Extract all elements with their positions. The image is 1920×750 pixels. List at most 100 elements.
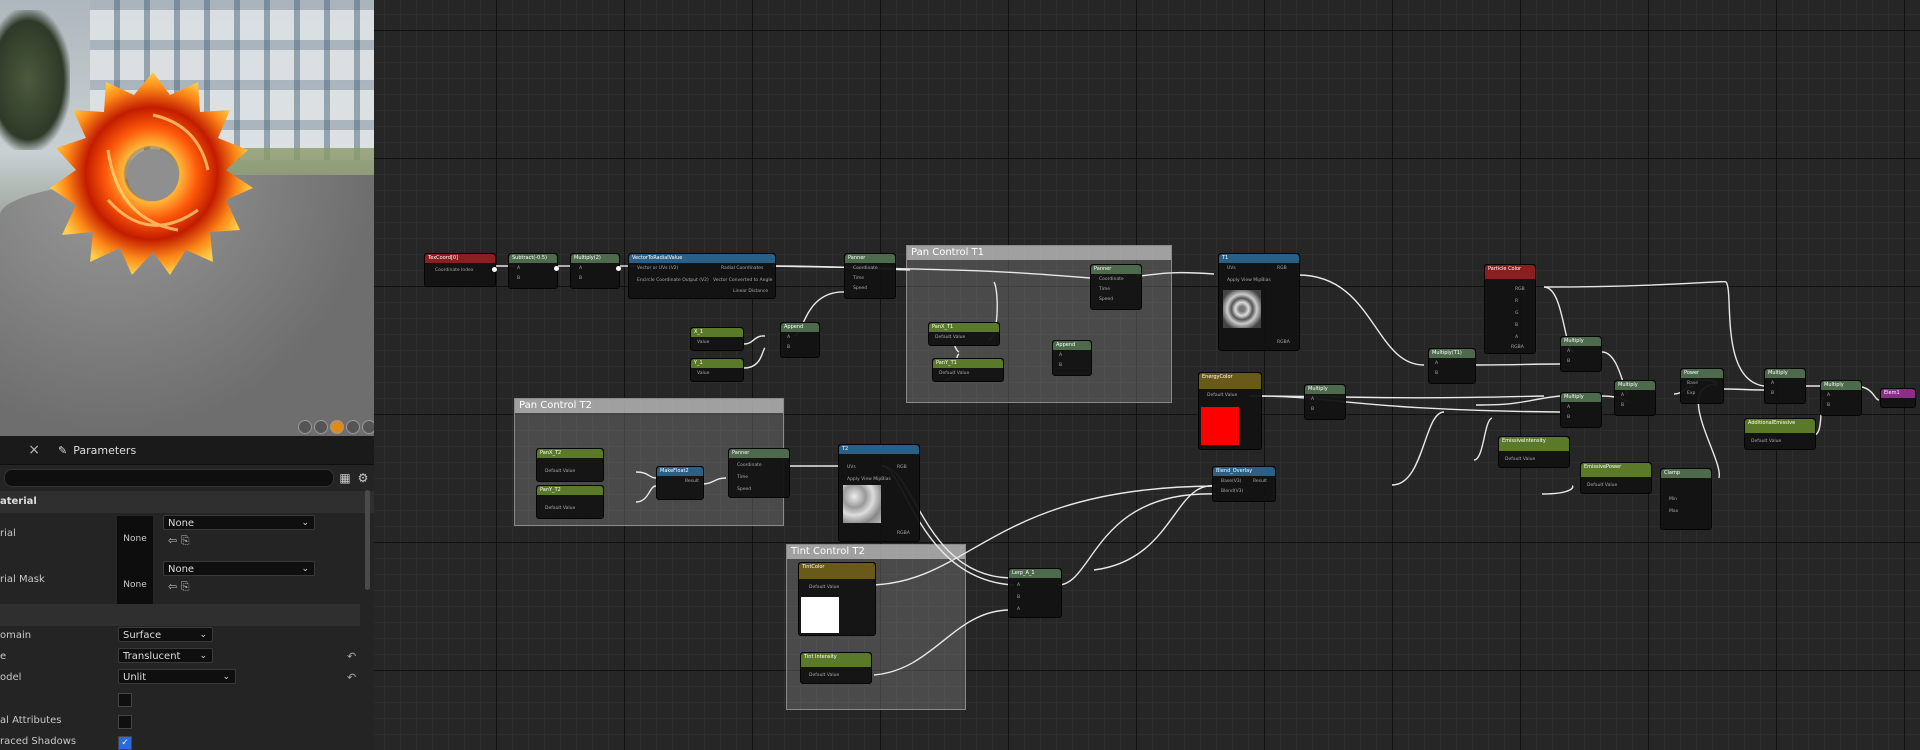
material-mask-dropdown[interactable]: None⌄: [163, 561, 315, 576]
output-pin[interactable]: [554, 266, 559, 271]
node-pan-y-t1[interactable]: PanY_T1 Default Value: [932, 358, 1004, 382]
pin-default-value: Default Value: [545, 506, 576, 511]
node-param-x1[interactable]: X_1 Value: [690, 327, 744, 351]
node-multiply-energy[interactable]: Multiply A B: [1304, 384, 1346, 420]
unnamed-checkbox[interactable]: [118, 693, 132, 707]
node-multiply-f[interactable]: Multiply A B: [1820, 380, 1862, 416]
close-icon[interactable]: ×: [28, 442, 40, 458]
node-tint-color-title: TintColor: [799, 563, 875, 579]
pin-a: A: [1827, 393, 1831, 398]
node-multiply-t1[interactable]: Multiply(T1) A B: [1428, 348, 1476, 384]
gear-icon[interactable]: ⚙: [357, 471, 369, 485]
node-output[interactable]: Elem1: [1880, 388, 1916, 408]
pin-a: A: [787, 335, 791, 340]
search-input[interactable]: [4, 469, 334, 487]
node-power[interactable]: Power Base Exp: [1680, 368, 1724, 404]
category-divider: [0, 604, 360, 626]
node-append-main[interactable]: Append A B: [780, 322, 820, 358]
node-panner-t2-title: Panner: [729, 449, 789, 458]
pin-max: Max: [1669, 509, 1679, 514]
node-subtract[interactable]: Subtract(-0.5) A B: [508, 253, 559, 289]
energy-color-swatch: [1201, 407, 1239, 445]
node-multiply-b[interactable]: Multiply A B: [1560, 336, 1602, 372]
material-asset-icons[interactable]: ⇦ ⎘: [168, 534, 190, 547]
node-lerp[interactable]: Lerp_A_1 A B A: [1008, 568, 1062, 618]
output-pin[interactable]: [616, 266, 621, 271]
node-texture-t1[interactable]: T1 UVs Apply View MipBias RGB RGBA: [1218, 253, 1300, 351]
raytraced-shadows-checkbox[interactable]: ✓: [118, 736, 132, 750]
shading-model-label: odel: [0, 672, 22, 683]
material-preview-viewport[interactable]: [0, 0, 374, 436]
reset-arrow-icon[interactable]: ↶: [347, 650, 357, 663]
node-multiply-e[interactable]: Multiply A B: [1764, 368, 1806, 404]
domain-dropdown[interactable]: Surface⌄: [118, 627, 213, 642]
node-multiply-d[interactable]: Multiply A B: [1614, 380, 1656, 416]
node-tint-intensity-title: Tint Intensity: [801, 653, 871, 667]
blend-mode-dropdown[interactable]: Translucent⌄: [118, 648, 213, 663]
node-emissive-intensity[interactable]: EmissiveIntensity Default Value: [1498, 436, 1570, 468]
pin-radial-out-b: Vector Converted to Angle: [713, 278, 773, 283]
node-pan-x-t1[interactable]: PanX_T1 Default Value: [928, 322, 1000, 346]
material-thumbnail[interactable]: None: [117, 516, 153, 564]
shading-model-dropdown[interactable]: Unlit⌄: [118, 669, 236, 684]
pin-rgb: RGB: [1515, 287, 1525, 292]
node-multiply-t1-title: Multiply(T1): [1429, 349, 1475, 358]
node-multiply-c[interactable]: Multiply A B: [1560, 392, 1602, 428]
node-tint-color[interactable]: TintColor Default Value: [798, 562, 876, 636]
node-pan-y-t2[interactable]: PanY_T2 Default Value: [536, 485, 604, 519]
pin-coordinate: Coordinate: [1099, 277, 1124, 282]
details-scrollbar[interactable]: [365, 490, 370, 590]
material-attributes-label: al Attributes: [0, 715, 62, 726]
node-panner-t1[interactable]: Panner Coordinate Time Speed: [1090, 264, 1142, 310]
node-blend-overlay[interactable]: Blend_Overlay Base(V3) Blend(V3) Result: [1212, 466, 1276, 502]
preview-mesh-button[interactable]: [362, 420, 374, 434]
node-append-main-title: Append: [781, 323, 819, 332]
material-graph-canvas[interactable]: Pan Control T1 Pan Control T2 Tint Contr…: [374, 0, 1920, 750]
node-param-y1[interactable]: Y_1 Value: [690, 358, 744, 382]
node-multiply-2[interactable]: Multiply(2) A B: [570, 253, 621, 289]
pin-default-value: Default Value: [939, 371, 970, 376]
shading-model-value: Unlit: [123, 672, 147, 683]
node-texture-t2[interactable]: T2 UVs Apply View MipBias RGB RGBA: [838, 444, 920, 542]
material-dropdown[interactable]: None⌄: [163, 515, 315, 530]
pin-radial-out-a: Radial Coordinates: [721, 266, 764, 271]
pin-b: B: [1059, 363, 1063, 368]
node-texture-t2-title: T2: [839, 445, 919, 454]
node-panner-t2[interactable]: Panner Coordinate Time Speed: [728, 448, 790, 498]
material-attributes-checkbox[interactable]: [118, 715, 132, 729]
node-vector-to-radial[interactable]: VectorToRadialValue Vector or UVs (V2) E…: [628, 253, 776, 299]
node-pan-y-t1-title: PanY_T1: [933, 359, 1003, 368]
preview-plane-button[interactable]: [330, 420, 344, 434]
category-material-header[interactable]: aterial: [0, 491, 374, 513]
preview-cube-button[interactable]: [346, 420, 360, 434]
node-power-title: Power: [1681, 369, 1723, 378]
node-pan-x-t2[interactable]: PanX_T2 Default Value: [536, 448, 604, 482]
node-tint-intensity[interactable]: Tint Intensity Default Value: [800, 652, 872, 684]
domain-label: omain: [0, 630, 32, 641]
pin-b: B: [1435, 371, 1439, 376]
preview-sphere-button[interactable]: [298, 420, 312, 434]
material-mask-asset-icons[interactable]: ⇦ ⎘: [168, 580, 190, 593]
tab-parameters[interactable]: ✎ Parameters: [48, 444, 136, 457]
pin-default-value: Default Value: [545, 469, 576, 474]
grid-view-icon[interactable]: ▦: [339, 471, 351, 485]
node-particle-color[interactable]: Particle Color RGB R G B A RGBA: [1484, 264, 1536, 354]
node-additional-emissive[interactable]: AdditionalEmissive Default Value: [1744, 418, 1816, 450]
fire-vortex-preview: [50, 72, 253, 275]
node-energy-color[interactable]: EnergyColor Default Value: [1198, 372, 1262, 450]
reset-arrow-icon[interactable]: ↶: [347, 671, 357, 684]
node-emissive-power[interactable]: EmissivePower Default Value: [1580, 462, 1652, 494]
node-append-t1[interactable]: Append A B: [1052, 340, 1092, 376]
pin-b: B: [1017, 595, 1021, 600]
node-panner-main[interactable]: Panner Coordinate Time Speed: [844, 253, 896, 299]
pin-base: Base: [1687, 381, 1698, 386]
node-append-t1-title: Append: [1053, 341, 1091, 350]
node-make-float2[interactable]: MakeFloat2 Result: [656, 466, 704, 500]
material-mask-thumbnail[interactable]: None: [117, 562, 153, 610]
preview-cylinder-button[interactable]: [314, 420, 328, 434]
node-clamp[interactable]: Clamp Min Max: [1660, 468, 1712, 530]
pin-coordinate: Coordinate: [737, 463, 762, 468]
node-texcoord[interactable]: TexCoord[0] Coordinate Index: [424, 253, 497, 287]
output-pin[interactable]: [492, 267, 497, 272]
node-particle-color-title: Particle Color: [1485, 265, 1535, 279]
